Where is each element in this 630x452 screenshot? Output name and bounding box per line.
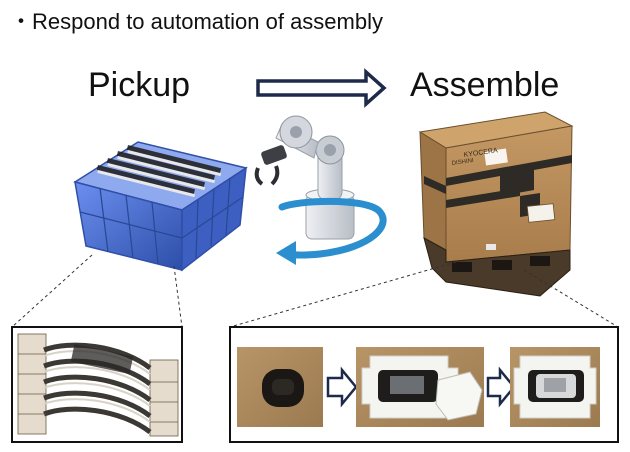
box-brand-label: KYOCERA [463, 147, 498, 159]
crate-image [73, 141, 248, 272]
cardboard-box-image: KYOCERA DISHINI [418, 111, 574, 297]
process-arrow-icon [486, 366, 516, 408]
assemble-label: Assemble [410, 66, 560, 104]
box-hole-photo [237, 347, 323, 427]
robot-arm-icon [254, 115, 355, 240]
right-arrow-icon [256, 68, 387, 108]
tray-detail-panel [11, 326, 183, 443]
box-product-label: DISHINI [451, 158, 474, 167]
title-text: Respond to automation of assembly [32, 9, 383, 34]
callout-lines [11, 254, 619, 328]
process-arrow-icon [326, 366, 358, 408]
assembly-detail-panel [229, 326, 619, 443]
rotation-arrow-icon [276, 197, 387, 265]
page-title: ・Respond to automation of assembly [10, 4, 383, 36]
tray-detail-image [17, 333, 179, 437]
title-bullet: ・ [10, 9, 33, 34]
insert-photo-1 [356, 347, 484, 427]
insert-photo-2 [510, 347, 600, 427]
pickup-label: Pickup [88, 66, 191, 104]
